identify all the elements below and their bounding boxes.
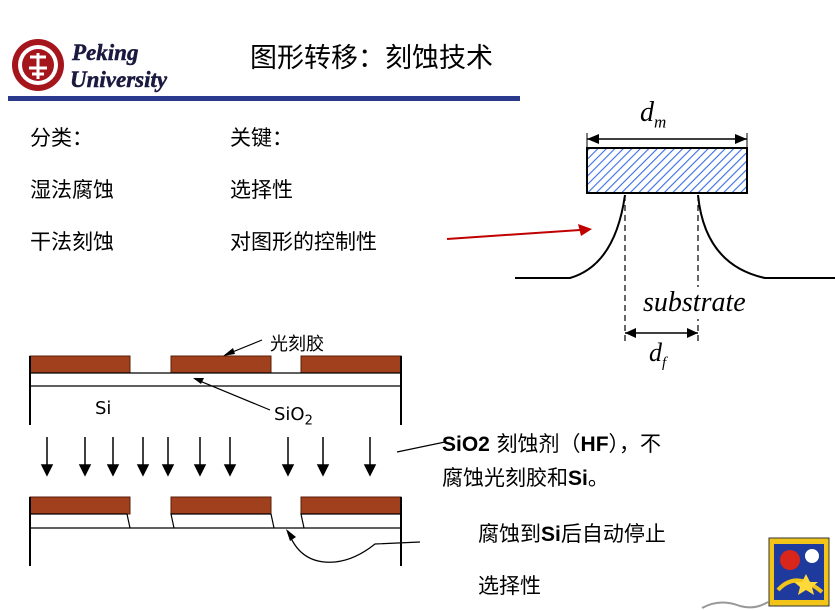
photoresist-block [170,496,272,515]
photoresist-block [300,496,402,515]
peking-university-logo: Peking University [12,39,168,92]
etchant-note-line1: SiO2 刻蚀剂（HF），不 [442,432,662,456]
etch-process-diagram [29,339,445,566]
decorative-scribble [701,601,769,609]
pattern-control-key: 对图形的控制性 [230,230,377,254]
selectivity-note: 选择性 [478,574,541,598]
photoresist-block [29,355,131,374]
sio2-label: SiO2 [274,404,313,429]
auto-stop-note: 腐蚀到Si后自动停止 [478,522,666,546]
photoresist-block [300,355,402,374]
logo-text-university: University [70,67,168,92]
title-underline [8,96,520,101]
dm-label: dm [640,97,667,132]
logo-text-peking: Peking [71,40,138,65]
slide-title: 图形转移：刻蚀技术 [250,43,493,74]
substrate-label: substrate [641,287,748,319]
photoresist-label: 光刻胶 [270,334,324,355]
category-header: 分类： [30,126,93,150]
photoresist-block [170,355,272,374]
etchant-note-line2: 腐蚀光刻胶和Si。 [442,466,609,490]
logo-emblem [12,39,64,91]
selectivity-key: 选择性 [230,178,293,202]
wet-etch-label: 湿法腐蚀 [30,178,114,202]
si-label: Si [95,398,112,419]
key-header: 关键： [230,126,293,150]
etch-mask [586,147,748,194]
decorative-clipart-icon [768,537,830,607]
red-arrow [446,224,592,240]
etchant-arrows [40,437,377,477]
dry-etch-label: 干法刻蚀 [30,230,114,254]
etch-profile-diagram [515,133,835,345]
right-undercut-curve [697,194,835,279]
left-undercut-curve [515,194,626,279]
etched-sio2 [30,513,401,529]
photoresist-block [29,496,131,515]
df-label: df [649,338,667,372]
